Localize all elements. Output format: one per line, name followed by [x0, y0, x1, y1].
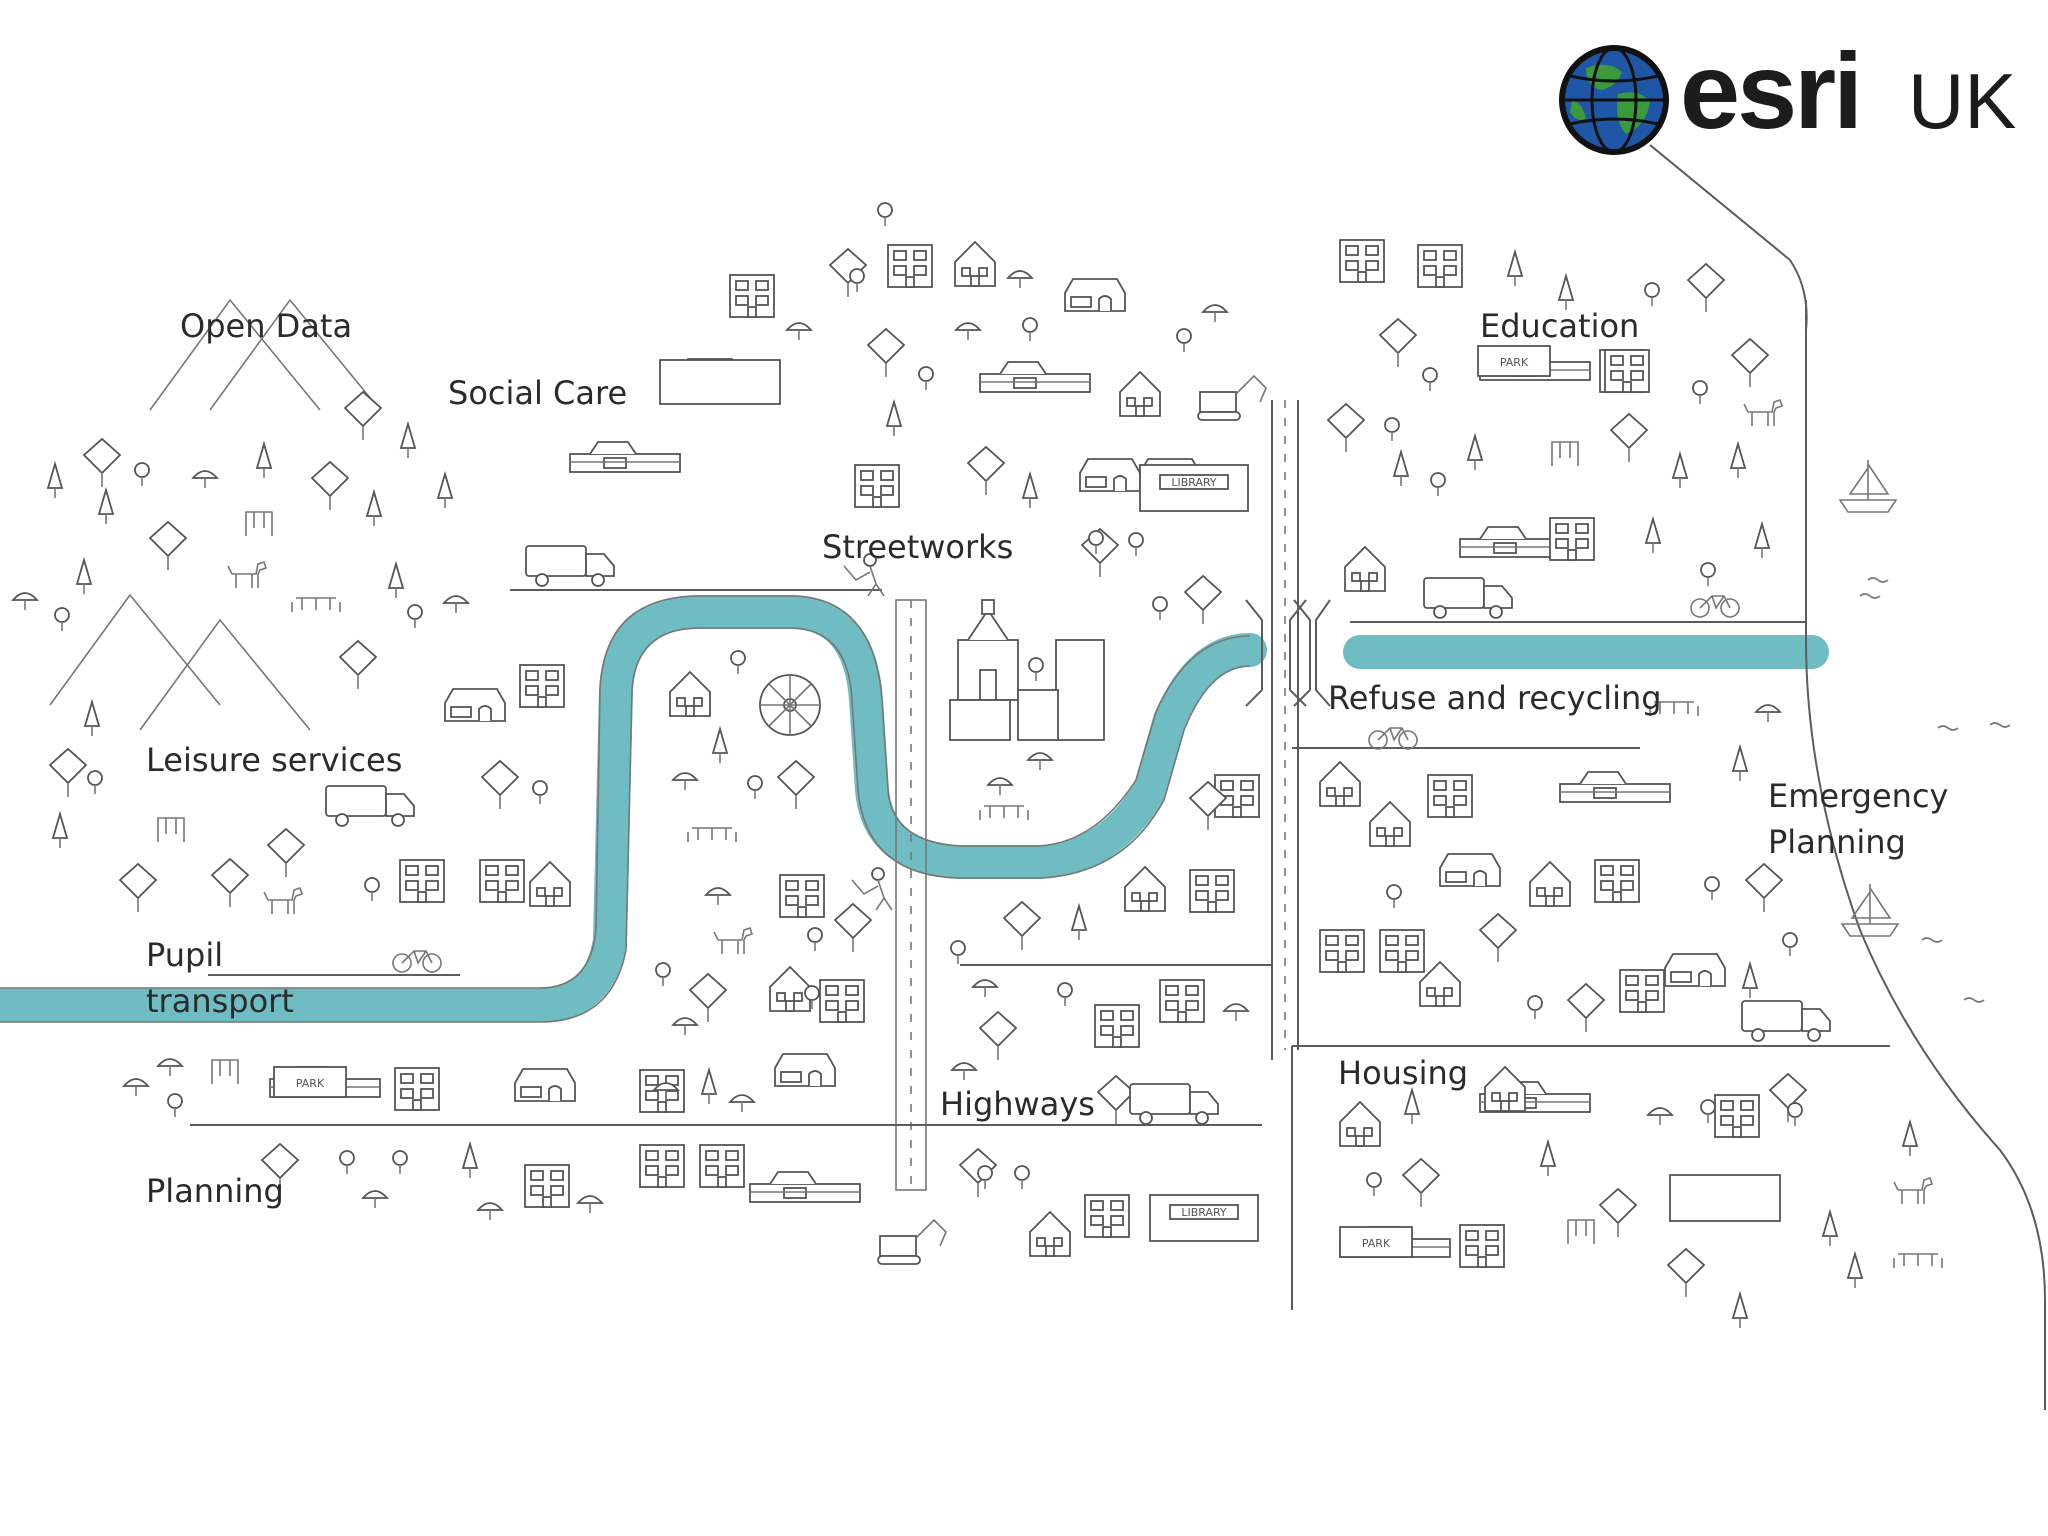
library-building: LIBRARY — [1139, 464, 1249, 512]
bench-icon — [291, 597, 341, 613]
label-education: Education — [1480, 307, 1640, 345]
svg-text:PARK: PARK — [1362, 1237, 1391, 1250]
brand-suffix: UK — [1908, 57, 2017, 145]
worker-icon — [843, 553, 885, 597]
swing-icon — [245, 511, 273, 537]
label-refuse-and-recycling: Refuse and recycling — [1328, 679, 1662, 717]
truck-icon — [525, 545, 615, 587]
park-sign: PARK — [273, 1066, 347, 1098]
truck-icon — [1423, 577, 1513, 619]
bicycle-icon — [1368, 727, 1418, 750]
label-social-care: Social Care — [448, 374, 628, 412]
label-leisure-services: Leisure services — [146, 741, 403, 779]
park-sign: PARK — [1477, 345, 1551, 377]
ferris-wheel-icon — [759, 674, 821, 736]
bench-icon — [979, 805, 1029, 821]
park-sign: PARK — [1339, 1226, 1413, 1258]
truck-icon — [325, 785, 415, 827]
bicycle-icon — [1690, 595, 1740, 618]
bench-icon — [1893, 1253, 1943, 1269]
dog-icon — [263, 887, 303, 915]
river — [0, 595, 1267, 1022]
library-building: LIBRARY — [1149, 1194, 1259, 1242]
label-streetworks: Streetworks — [822, 528, 1014, 566]
swing-icon — [1551, 441, 1579, 467]
dog-icon — [1743, 399, 1783, 427]
svg-text:PARK: PARK — [1500, 356, 1529, 369]
church-icon — [957, 599, 1019, 701]
label-planning: Planning — [146, 1172, 284, 1210]
svg-text:LIBRARY: LIBRARY — [1171, 476, 1217, 489]
dog-icon — [713, 927, 753, 955]
swing-icon — [1567, 1219, 1595, 1245]
bench-icon — [687, 827, 737, 843]
label-housing: Housing — [1338, 1054, 1469, 1092]
worker-icon — [851, 867, 893, 911]
sailboat-icon — [1841, 883, 1899, 937]
label-pupil-transport: Pupil transport — [146, 936, 294, 1020]
swing-icon — [157, 817, 185, 843]
sailboat-icon — [1839, 459, 1897, 513]
svg-text:LIBRARY: LIBRARY — [1181, 1206, 1227, 1219]
dog-icon — [1893, 1177, 1933, 1205]
excavator-icon — [1197, 375, 1267, 421]
label-highways: Highways — [940, 1085, 1095, 1123]
dog-icon — [227, 561, 267, 589]
svg-text:PARK: PARK — [296, 1077, 325, 1090]
swing-icon — [211, 1059, 239, 1085]
excavator-icon — [877, 1219, 947, 1265]
label-emergency-planning: Emergency Planning — [1768, 777, 1949, 861]
label-open-data: Open Data — [180, 307, 353, 345]
bicycle-icon — [392, 950, 442, 973]
brand-wordmark: esri — [1680, 30, 1863, 151]
truck-icon — [1741, 1000, 1831, 1042]
esri-uk-logo: esri UK — [1556, 30, 2026, 162]
globe-icon — [1559, 45, 1669, 155]
truck-icon — [1129, 1083, 1219, 1125]
